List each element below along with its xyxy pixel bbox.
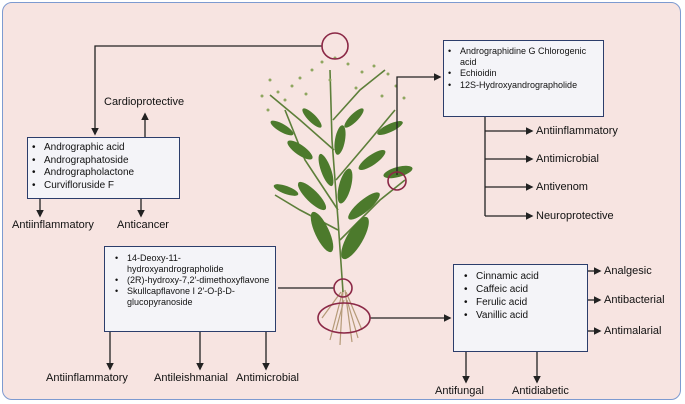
compound-item: Curvifloruside F [30, 180, 175, 193]
compound-item: Caffeic acid [462, 283, 583, 296]
compound-item: Andrographatoside [30, 155, 175, 168]
stem-highlight-circle [333, 278, 353, 298]
compound-box-top-left: Andrographic acid Andrographatoside Andr… [27, 137, 180, 199]
connector-right-to-box-tr [396, 73, 442, 175]
compound-item: Andrographic acid [30, 142, 175, 155]
activity-label-antivenom: Antivenom [536, 181, 588, 193]
compound-item: Skullcapflavone I 2′-O-β-D-glucopyranosi… [113, 286, 271, 308]
root-highlight-circle [317, 302, 371, 334]
activity-label-neuroprotective: Neuroprotective [536, 210, 614, 222]
activity-label-anticancer: Anticancer [117, 219, 169, 231]
activity-label-antifungal: Antifungal [435, 385, 484, 397]
activity-label-cardioprotective: Cardioprotective [104, 96, 185, 108]
leaf-highlight-circle [387, 171, 407, 191]
plant-flowers [260, 56, 406, 112]
activity-label-bl-antimicrobial: Antimicrobial [236, 372, 299, 384]
flower-highlight-circle [321, 32, 349, 60]
plant-stems [269, 69, 406, 293]
highlight-circles [317, 32, 407, 334]
activity-label-analgesic: Analgesic [604, 265, 652, 277]
activity-label-antidiabetic: Antidiabetic [512, 385, 569, 397]
activity-label-bl-antiinflammatory: Antiinflammatory [46, 372, 128, 384]
connector-top-to-box-tl [91, 45, 322, 136]
activity-label-tl-antiinflammatory: Antiinflammatory [12, 219, 94, 231]
compound-box-top-right: Andrographidine G Chlorogenic acid Echio… [443, 40, 604, 117]
connector-lines [36, 45, 602, 384]
compound-item: Ferulic acid [462, 296, 583, 309]
activity-label-tr-antiinflammatory: Antiinflammatory [536, 125, 618, 137]
compound-item: Andrographidine G Chlorogenic acid [446, 46, 599, 68]
compound-item: Cinnamic acid [462, 270, 583, 283]
compound-item: 12S-Hydroxyandrographolide [446, 80, 599, 91]
compound-box-bottom-left: 14-Deoxy-11-hydroxyandrographolide (2R)-… [104, 246, 276, 332]
compound-item: Vanillic acid [462, 309, 583, 322]
compound-item: Andrographolactone [30, 167, 175, 180]
activity-label-antibacterial: Antibacterial [604, 294, 665, 306]
activity-label-tr-antimicrobial: Antimicrobial [536, 153, 599, 165]
activity-label-antileishmanial: Antileishmanial [154, 372, 228, 384]
plant-roots [321, 289, 363, 346]
plant-illustration [260, 56, 413, 346]
compound-item: (2R)-hydroxy-7,2′-dimethoxyflavone [113, 275, 271, 286]
compound-box-bottom-right: Cinnamic acid Caffeic acid Ferulic acid … [453, 264, 588, 352]
activity-label-antimalarial: Antimalarial [604, 325, 662, 337]
compound-item: 14-Deoxy-11-hydroxyandrographolide [113, 253, 271, 275]
compound-item: Echioidin [446, 68, 599, 79]
